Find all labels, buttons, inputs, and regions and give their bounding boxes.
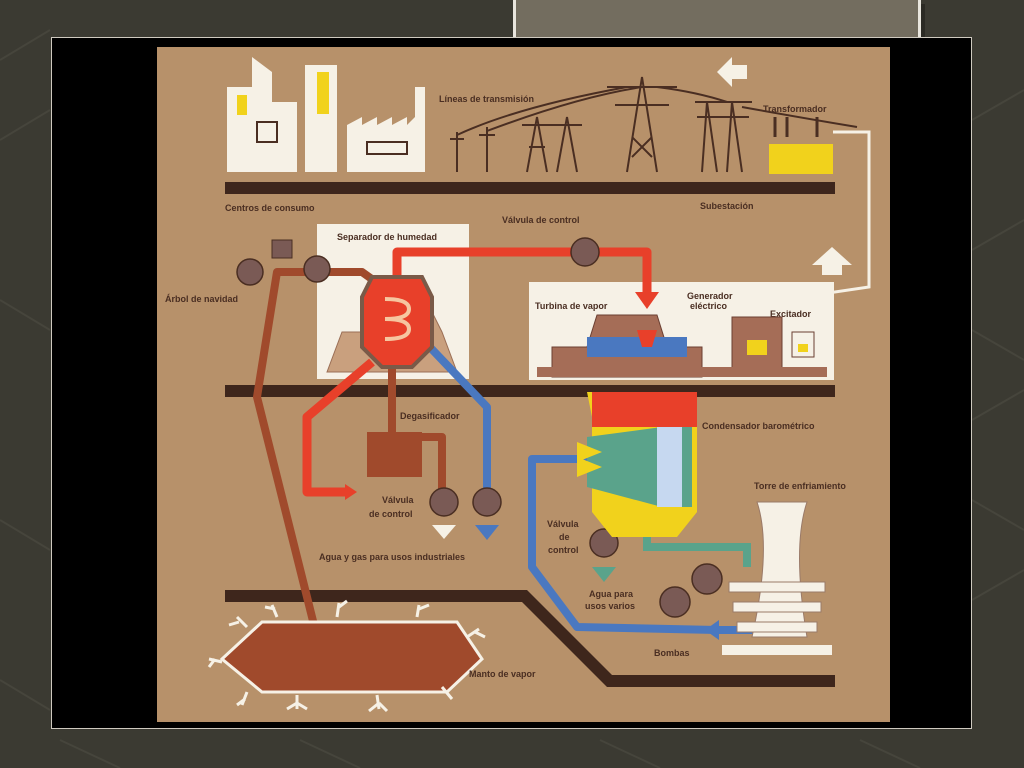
transmission-towers [450, 76, 858, 173]
cold-pipes [422, 339, 718, 634]
cooling-tower [722, 501, 832, 655]
label-degasifier: Degasificador [400, 411, 460, 421]
label-control-valve-mid-1: Válvula [382, 495, 415, 505]
steam-turbine [551, 314, 703, 378]
label-control-valve-top: Válvula de control [502, 215, 580, 225]
label-control-valve-right-2: de [559, 532, 570, 542]
label-steam-mantle: Manto de vapor [469, 669, 536, 679]
steam-mantle-reservoir [207, 599, 486, 713]
label-water-various-2: usos varios [585, 601, 635, 611]
label-transmission-lines: Líneas de transmisión [439, 94, 534, 104]
hot-arrow-down [635, 292, 659, 309]
label-christmas-tree: Árbol de navidad [165, 294, 238, 304]
geothermal-plant-diagram: Líneas de transmisión Transformador Cent… [157, 47, 890, 722]
label-water-various-1: Agua para [589, 589, 634, 599]
label-water-gas-industrial: Agua y gas para usos industriales [319, 552, 465, 562]
condenser-outflow-pipe [643, 537, 751, 567]
degasifier-tank [367, 432, 422, 477]
valves [236, 237, 723, 618]
transformer [769, 117, 833, 174]
label-control-valve-mid-2: de control [369, 509, 413, 519]
label-control-valve-right-1: Válvula [547, 519, 580, 529]
label-moisture-separator: Separador de humedad [337, 232, 437, 242]
label-barometric-condenser: Condensador barométrico [702, 421, 815, 431]
water-arrow-down [592, 567, 616, 582]
label-consumption-centers: Centros de consumo [225, 203, 315, 213]
bottom-ground-bar [225, 590, 835, 687]
moisture-separator-vessel [360, 275, 434, 369]
hot-arrow-right [345, 484, 357, 500]
label-substation: Subestación [700, 201, 754, 211]
label-cooling-tower: Torre de enfriamiento [754, 481, 846, 491]
up-arrow-icon [717, 57, 747, 87]
label-steam-turbine: Turbina de vapor [535, 301, 608, 311]
label-exciter: Excitador [770, 309, 812, 319]
label-generator-1: Generador [687, 291, 733, 301]
cold-arrow-left [705, 620, 719, 640]
up-arrow-icon-2 [812, 247, 852, 275]
electric-generator [731, 316, 815, 373]
label-control-valve-right-3: control [548, 545, 579, 555]
label-generator-2: eléctrico [690, 301, 728, 311]
label-transformer: Transformador [763, 104, 827, 114]
barometric-condenser [577, 392, 697, 537]
cold-arrow-down [475, 525, 499, 540]
label-pumps: Bombas [654, 648, 690, 658]
middle-ground-bar [225, 385, 835, 397]
gas-arrow-down [432, 525, 456, 539]
top-ground-bar [225, 182, 835, 194]
consumption-buildings [227, 57, 425, 172]
